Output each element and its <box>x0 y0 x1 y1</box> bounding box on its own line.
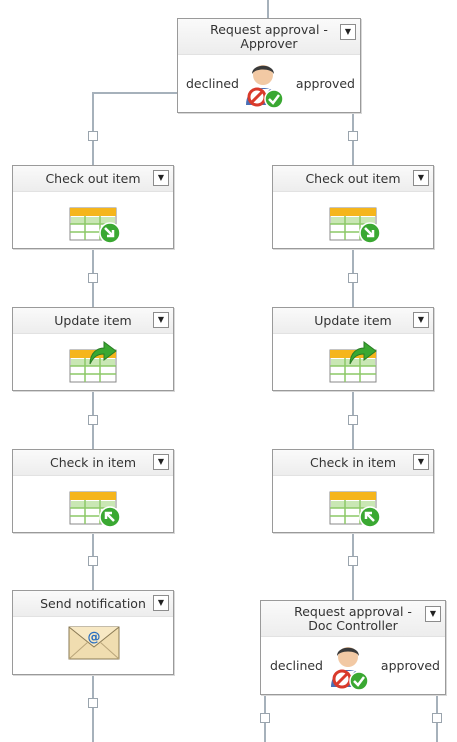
node-title: Check out item <box>13 166 173 192</box>
chevron-down-icon[interactable]: ▼ <box>153 170 169 186</box>
chevron-down-icon[interactable]: ▼ <box>413 170 429 186</box>
connector-right-3[interactable] <box>348 415 358 425</box>
chevron-down-icon[interactable]: ▼ <box>413 454 429 470</box>
chevron-down-icon[interactable]: ▼ <box>153 454 169 470</box>
declined-label: declined <box>270 658 323 673</box>
chevron-down-icon[interactable]: ▼ <box>413 312 429 328</box>
connector-left-1[interactable] <box>88 131 98 141</box>
connector-left-3[interactable] <box>88 415 98 425</box>
approval-node-doc-controller[interactable]: Request approval - Doc Controller ▼ decl… <box>260 600 446 695</box>
connector-left-4[interactable] <box>88 556 98 566</box>
connector-right-4[interactable] <box>348 556 358 566</box>
chevron-down-icon[interactable]: ▼ <box>153 595 169 611</box>
list-checkout-icon <box>329 207 381 244</box>
approved-label: approved <box>380 658 440 673</box>
node-title: Check in item <box>13 450 173 476</box>
list-checkin-icon <box>69 491 121 528</box>
node-title: Request approval - Approver <box>178 19 360 55</box>
approval-user-icon <box>331 647 369 691</box>
approval-user-icon <box>246 65 284 109</box>
node-title: Check in item <box>273 450 433 476</box>
action-node-checkout-right[interactable]: Check out item ▼ <box>272 165 434 249</box>
connector-right-1[interactable] <box>348 131 358 141</box>
list-update-icon <box>69 341 117 383</box>
approved-label: approved <box>295 76 355 91</box>
action-node-send-notification[interactable]: Send notification ▼ @ <box>12 590 174 675</box>
svg-text:@: @ <box>88 630 101 645</box>
action-node-checkin-right[interactable]: Check in item ▼ <box>272 449 434 533</box>
declined-label: declined <box>186 76 239 91</box>
connector-right-2[interactable] <box>348 273 358 283</box>
list-update-icon <box>329 341 377 383</box>
connector-left-2[interactable] <box>88 273 98 283</box>
connector-doc-approved[interactable] <box>432 713 442 723</box>
email-envelope-icon: @ <box>68 626 120 660</box>
node-title: Send notification <box>13 591 173 617</box>
node-title: Update item <box>13 308 173 334</box>
list-checkin-icon <box>329 491 381 528</box>
action-node-checkin-left[interactable]: Check in item ▼ <box>12 449 174 533</box>
node-title: Check out item <box>273 166 433 192</box>
node-title: Update item <box>273 308 433 334</box>
chevron-down-icon[interactable]: ▼ <box>340 24 356 40</box>
node-title: Request approval - Doc Controller <box>261 601 445 637</box>
chevron-down-icon[interactable]: ▼ <box>425 606 441 622</box>
list-checkout-icon <box>69 207 121 244</box>
action-node-update-right[interactable]: Update item ▼ <box>272 307 434 391</box>
approval-node-approver[interactable]: Request approval - Approver ▼ declined a… <box>177 18 361 113</box>
connector-doc-declined[interactable] <box>260 713 270 723</box>
action-node-checkout-left[interactable]: Check out item ▼ <box>12 165 174 249</box>
action-node-update-left[interactable]: Update item ▼ <box>12 307 174 391</box>
connector-left-5[interactable] <box>88 698 98 708</box>
chevron-down-icon[interactable]: ▼ <box>153 312 169 328</box>
